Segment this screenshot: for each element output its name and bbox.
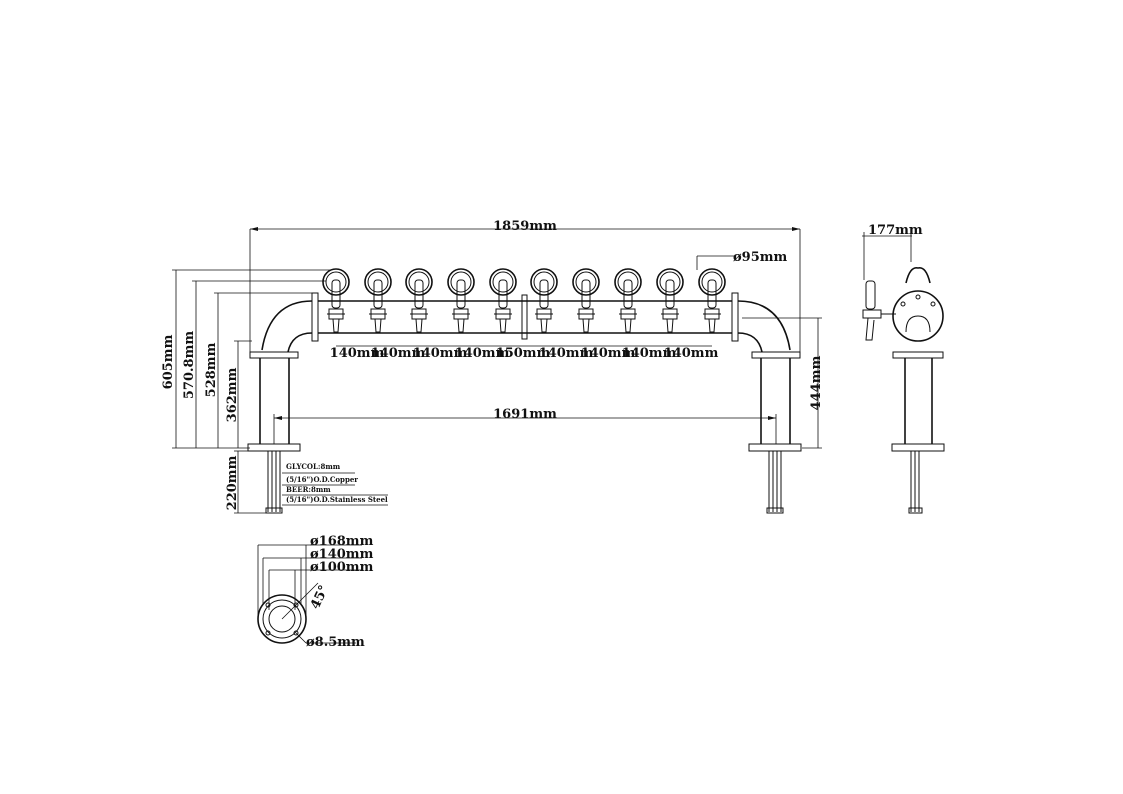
height-528-label: 528mm <box>204 342 219 397</box>
base-d100-label: ø100mm <box>310 560 374 575</box>
tap-handle <box>331 279 341 309</box>
tap-spout <box>624 318 632 333</box>
side-head <box>892 290 944 342</box>
tap-spout <box>582 318 590 333</box>
tap-handle <box>414 279 424 309</box>
base-d140-label: ø140mm <box>310 547 374 562</box>
tap-handle <box>456 279 466 309</box>
spacing-label-3: 140mm <box>413 346 468 361</box>
tap-handle <box>707 279 717 309</box>
tap-medallion <box>489 268 517 296</box>
tap-medallion <box>447 268 475 296</box>
base-d168-label: ø168mm <box>310 534 374 549</box>
tap-assembly-7 <box>572 268 600 333</box>
tap-handle <box>665 279 675 309</box>
side-tap-handle <box>865 280 876 310</box>
tap-assembly-10 <box>698 268 726 333</box>
base-inner-circle <box>268 605 296 633</box>
right-base-plate <box>748 443 802 452</box>
tap-handle <box>581 279 591 309</box>
tap-spout <box>415 318 423 333</box>
tap-handle <box>498 279 508 309</box>
tap-assembly-2 <box>364 268 392 333</box>
tap-diameter-label: ø95mm <box>733 250 788 265</box>
tap-medallion <box>572 268 600 296</box>
spacing-label-5: 150mm <box>496 346 551 361</box>
height-605-label: 605mm <box>161 334 176 389</box>
base-hole-label: ø8.5mm <box>306 635 365 650</box>
leg-span-label: 1691mm <box>493 407 557 422</box>
tap-medallion <box>322 268 350 296</box>
tap-assembly-1 <box>322 268 350 333</box>
height-362-label: 362mm <box>225 367 240 422</box>
note-beer: BEER:8mm <box>286 485 331 494</box>
tap-spout <box>666 318 674 333</box>
spacing-label-7: 140mm <box>581 346 636 361</box>
spacing-label-4: 140mm <box>455 346 510 361</box>
tap-medallion <box>364 268 392 296</box>
left-base-plate <box>247 443 301 452</box>
tap-assembly-6 <box>530 268 558 333</box>
tap-row <box>322 268 726 333</box>
tap-assembly-8 <box>614 268 642 333</box>
tap-spout <box>499 318 507 333</box>
note-beer-material: (5/16")O.D.Stainless Steel <box>286 495 388 504</box>
tap-assembly-3 <box>405 268 433 333</box>
tap-medallion <box>530 268 558 296</box>
spacing-label-6: 140mm <box>539 346 594 361</box>
base-plate-detail: ø168mm ø140mm ø100mm 45° ø8.5mm <box>257 534 374 650</box>
side-view: 177mm <box>862 223 945 514</box>
base-angle-label: 45° <box>308 583 332 612</box>
right-flange <box>731 292 739 342</box>
left-flange <box>311 292 319 342</box>
tap-handle <box>539 279 549 309</box>
tap-spout <box>540 318 548 333</box>
note-glycol: GLYCOL:8mm <box>286 462 341 471</box>
tap-medallion <box>614 268 642 296</box>
tap-assembly-5 <box>489 268 517 333</box>
tap-medallion <box>656 268 684 296</box>
tap-spout <box>332 318 340 333</box>
spacing-label-2: 140mm <box>371 346 426 361</box>
shank-220-label: 220mm <box>225 455 240 510</box>
center-flange <box>521 294 528 340</box>
spacing-label-1: 140mm <box>330 346 385 361</box>
right-elbow <box>737 300 791 351</box>
height-570-label: 570.8mm <box>182 331 197 399</box>
tap-handle <box>623 279 633 309</box>
side-depth-label: 177mm <box>868 223 923 238</box>
spacing-label-8: 140mm <box>622 346 677 361</box>
overall-width-label: 1859mm <box>493 219 557 234</box>
side-base-plate <box>891 443 945 452</box>
tubing-notes: GLYCOL:8mm (5/16")O.D.Copper BEER:8mm (5… <box>282 462 388 506</box>
tap-spout <box>457 318 465 333</box>
left-elbow <box>261 300 313 351</box>
tap-spout <box>374 318 382 333</box>
tap-spacing-labels: 140mm 140mm 140mm 140mm 150mm 140mm 140m… <box>330 346 719 361</box>
front-view: 1859mm ø95mm <box>161 219 824 514</box>
tap-medallion <box>405 268 433 296</box>
spacing-label-9: 140mm <box>664 346 719 361</box>
note-glycol-material: (5/16")O.D.Copper <box>286 475 358 484</box>
tap-medallion <box>698 268 726 296</box>
tap-spout <box>708 318 716 333</box>
tap-assembly-9 <box>656 268 684 333</box>
tap-assembly-4 <box>447 268 475 333</box>
tap-handle <box>373 279 383 309</box>
height-444-label: 444mm <box>809 355 824 410</box>
